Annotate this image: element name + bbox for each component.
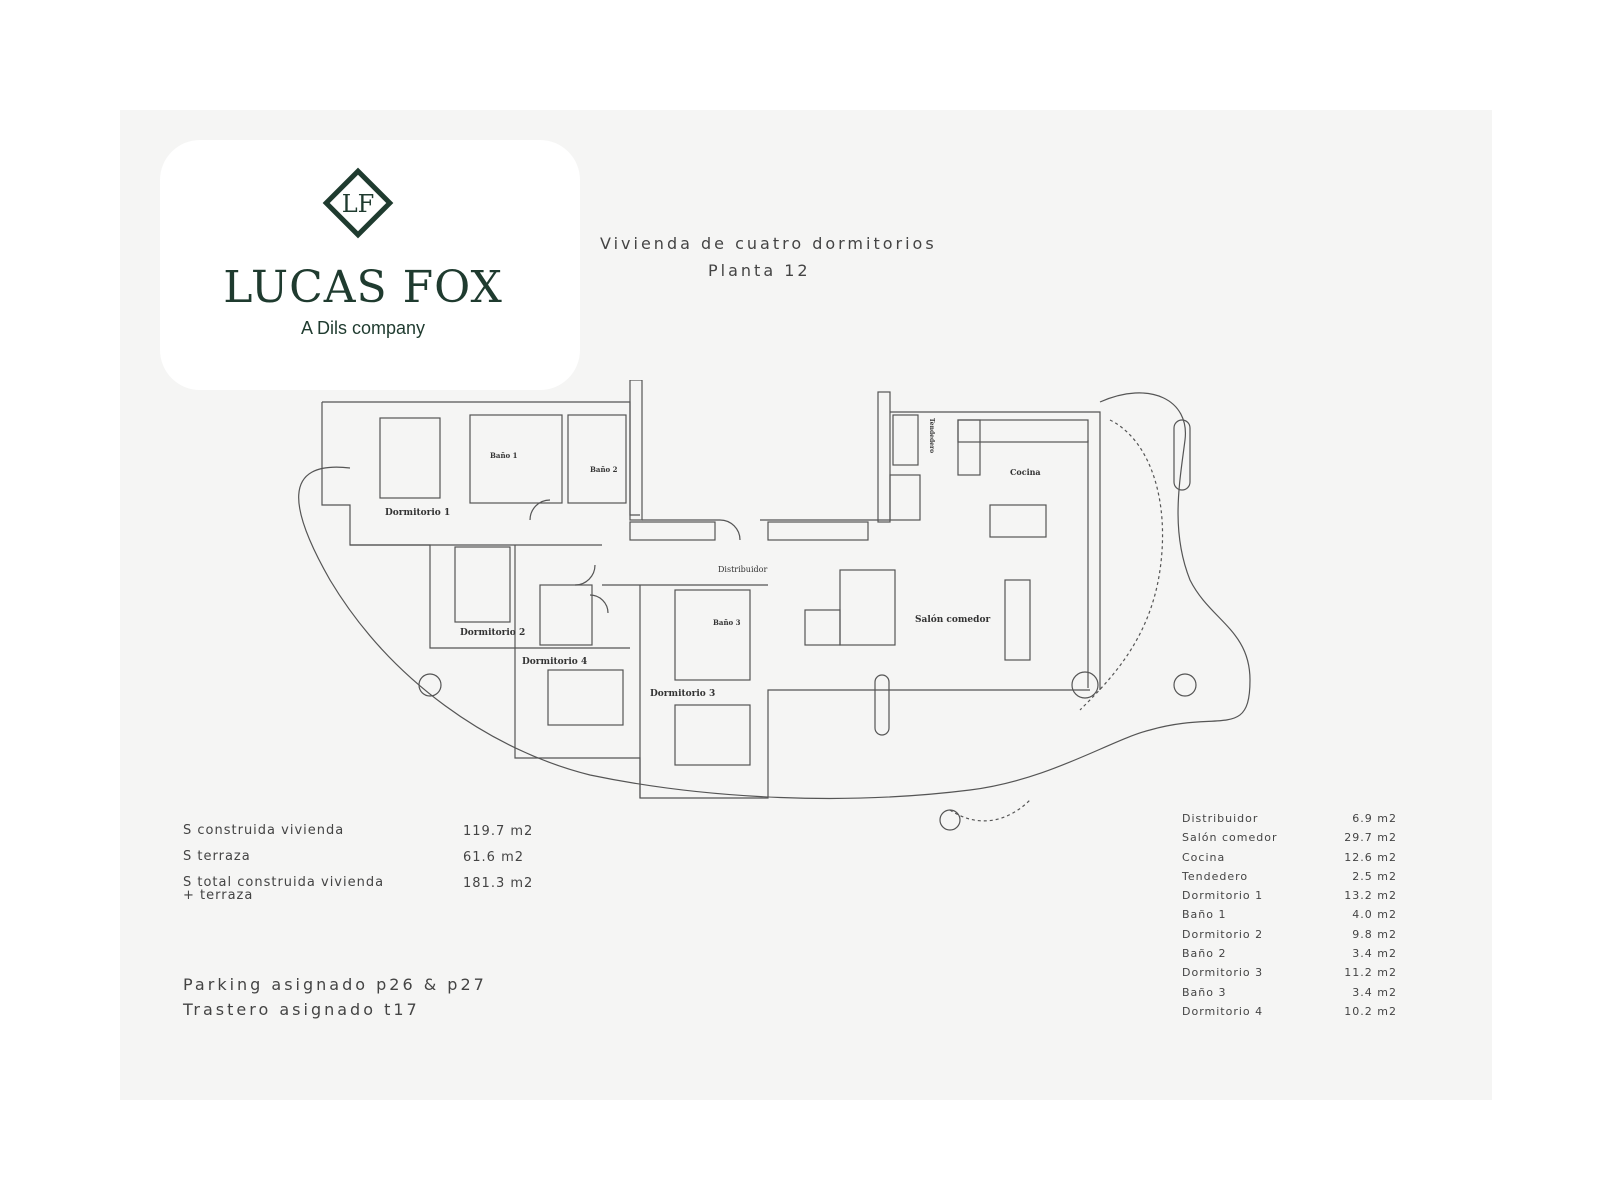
bano1-room [469,414,563,504]
area-row: Baño 1 4.0 m2 [1182,908,1397,927]
area-row: Dormitorio 4 10.2 m2 [1182,1005,1397,1024]
area-value: 9.8 m2 [1352,927,1397,941]
logo-monogram: LF [342,190,375,218]
area-value: 3.4 m2 [1352,985,1397,999]
area-name: Cocina [1182,850,1226,864]
door-arc-4 [589,594,609,614]
kitchen-counter-side [957,419,981,476]
floor-plan: Dormitorio 1 Baño 1 Baño 2 Dormitorio 2 … [298,380,1251,831]
door-arc-1 [529,499,551,521]
area-value: 4.0 m2 [1352,908,1397,922]
area-value: 6.9 m2 [1352,812,1397,825]
area-value: 11.2 m2 [1344,966,1397,980]
column-2 [1071,671,1099,699]
area-row: Tendedero 2.5 m2 [1182,870,1397,889]
column-4 [939,809,961,831]
area-row: Distribuidor 6.9 m2 [1182,812,1397,831]
wall-left-lower [321,402,1090,799]
shaft-left [629,380,643,521]
area-name: Baño 2 [1182,947,1227,961]
wall-left-wing [322,401,640,516]
parking-text: Parking asignado p26 & p27 [183,975,487,994]
bano2-room [567,414,627,504]
area-row: Baño 3 3.4 m2 [1182,986,1397,1005]
area-value: 10.2 m2 [1344,1004,1397,1018]
label-distribuidor: Distribuidor [718,565,767,574]
label-cocina: Cocina [1010,467,1041,477]
area-name: Dormitorio 2 [1182,927,1264,941]
assigned-extras: Parking asignado p26 & p27 Trastero asig… [183,972,487,1022]
bed-dormitorio-2 [454,546,511,623]
area-value: 12.6 m2 [1344,850,1397,864]
shaft-right [877,391,891,523]
label-dormitorio-3: Dormitorio 3 [650,689,715,699]
terrace-dashed-path [949,799,1031,822]
summary-value: 61.6 m2 [463,850,525,865]
trastero-text: Trastero asignado t17 [183,1000,420,1019]
bed-dormitorio-1 [379,417,441,499]
summary-value: 119.7 m2 [463,824,534,839]
area-value: 2.5 m2 [1352,869,1397,883]
area-row: Dormitorio 3 11.2 m2 [1182,966,1397,985]
plan-title: Vivienda de cuatro dormitorios [600,234,937,253]
column-1 [418,673,442,697]
terrace-outline [298,392,1251,799]
summary-label: S terraza [183,849,251,864]
wardrobe-corridor-1 [629,521,716,541]
summary-label: S total construida vivienda + terraza [183,875,385,903]
summary-label: S construida vivienda [183,823,345,838]
area-name: Dormitorio 3 [1182,966,1264,980]
dining-table [1004,579,1031,661]
area-value: 13.2 m2 [1344,889,1397,903]
brand-name: LUCAS FOX [223,262,503,313]
area-name: Dormitorio 1 [1182,889,1264,903]
area-name: Tendedero [1182,869,1249,883]
label-bano-2: Baño 2 [590,465,618,474]
area-name: Baño 3 [1182,985,1227,999]
terrace-inner-line [1079,419,1164,711]
area-row: Baño 2 3.4 m2 [1182,947,1397,966]
area-row: Dormitorio 2 9.8 m2 [1182,928,1397,947]
label-tendedero: Tendedero [928,418,935,453]
pillar-living [874,674,890,736]
label-bano-1: Baño 1 [490,451,518,460]
wardrobe-bed4 [539,584,593,646]
cabinet-right [889,474,921,521]
bed-dormitorio-3 [674,704,751,766]
door-arc-2 [574,564,596,586]
bano3-room [674,589,751,681]
summary-value: 181.3 m2 [463,876,534,891]
area-row: Salón comedor 29.7 m2 [1182,831,1397,850]
label-bano-3: Baño 3 [713,618,741,627]
sofa [839,569,896,646]
area-name: Salón comedor [1182,831,1278,845]
area-value: 29.7 m2 [1344,831,1397,845]
wall-right-wing [890,411,1101,690]
tendedero-room [892,414,919,466]
area-row: Cocina 12.6 m2 [1182,851,1397,870]
label-dormitorio-2: Dormitorio 2 [460,628,525,638]
plan-floor: Planta 12 [708,261,811,280]
bed-dormitorio-4 [547,669,624,726]
label-salon-comedor: Salón comedor [915,614,990,625]
label-dormitorio-1: Dormitorio 1 [385,508,450,518]
brand-tagline: A Dils company [300,318,426,338]
area-name: Distribuidor [1182,812,1259,825]
column-3 [1173,673,1197,697]
area-name: Baño 1 [1182,908,1227,922]
kitchen-counter [957,419,1089,443]
kitchen-island [989,504,1047,538]
door-arc-3 [719,519,741,541]
balcony-planter [1173,419,1191,491]
label-dormitorio-4: Dormitorio 4 [522,657,587,667]
wardrobe-corridor-2 [767,521,869,541]
area-value: 3.4 m2 [1352,947,1397,961]
lucas-fox-logo-icon: LF [322,167,394,239]
coffee-table [804,609,841,646]
area-row: Dormitorio 1 13.2 m2 [1182,889,1397,908]
area-name: Dormitorio 4 [1182,1004,1264,1018]
